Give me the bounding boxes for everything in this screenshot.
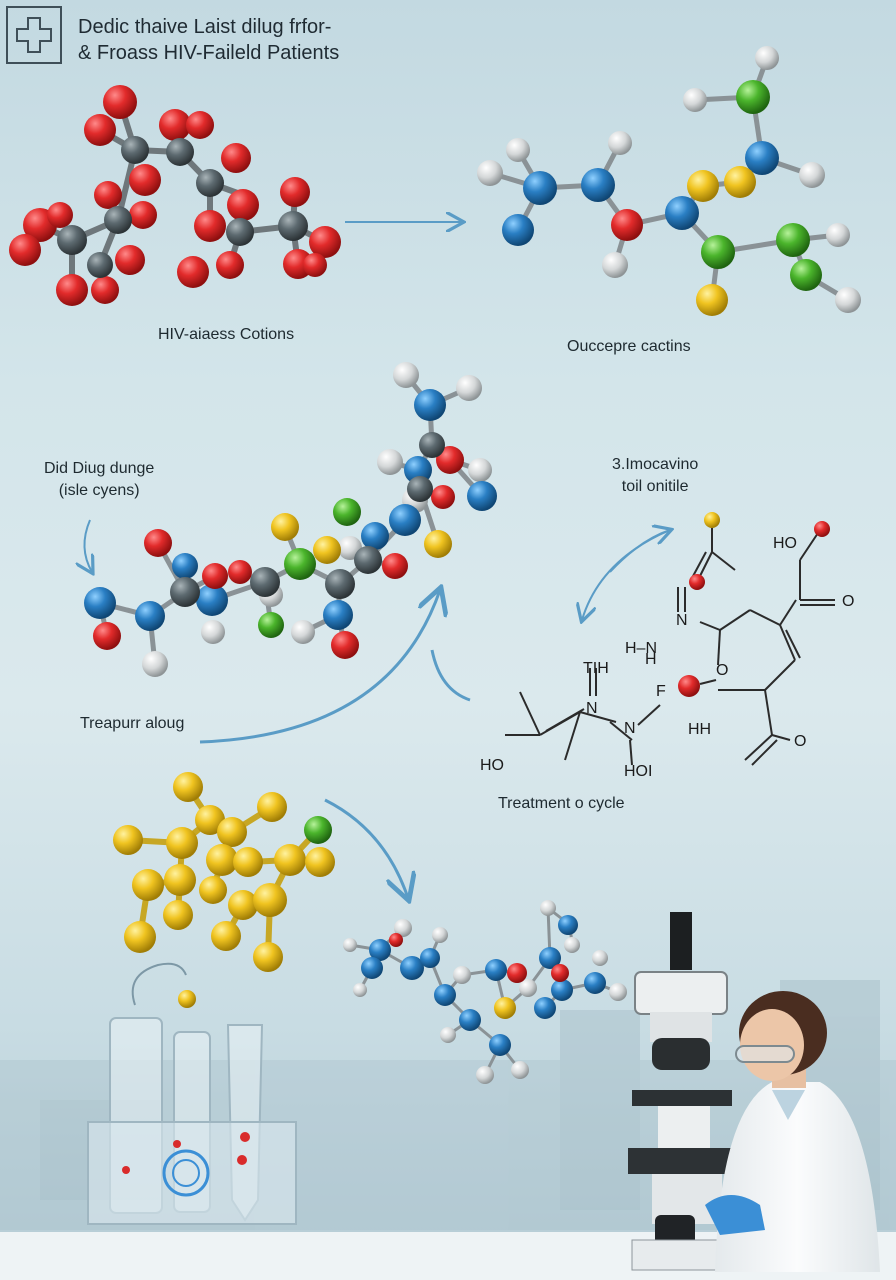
label-treatment-along: Treapurr aloug bbox=[80, 715, 185, 732]
medical-cross-icon bbox=[6, 6, 62, 64]
molecule-drug-chain bbox=[84, 362, 497, 677]
chem-ho-left: HO bbox=[480, 757, 504, 774]
test-tube-rack bbox=[87, 962, 297, 1225]
chem-hoi: HOI bbox=[624, 763, 653, 780]
label-structure-line-1: 3.Imocavino bbox=[612, 456, 699, 473]
chem-ho-top: HO bbox=[773, 535, 797, 552]
label-drug-dunge: Did Diug dunge (isle cyens) bbox=[44, 458, 154, 502]
label-ouccepre-cactins: Ouccepre cactins bbox=[567, 338, 691, 355]
arrow-cycle-right bbox=[609, 530, 670, 573]
droplet-sulfur bbox=[178, 990, 196, 1008]
label-structure-title: 3.Imocavino toil onitile bbox=[612, 454, 698, 498]
chem-tih: TIH bbox=[583, 660, 609, 677]
molecule-bottom-chain bbox=[343, 900, 627, 1084]
arrow-cycle-left bbox=[582, 529, 671, 620]
atom-oxygen-ring bbox=[678, 675, 700, 697]
title-line-1: Dedic thaive Laist dilug frfor- bbox=[78, 16, 332, 38]
label-drug-line-1: Did Diug dunge bbox=[44, 460, 155, 477]
chem-h-n: H–N bbox=[625, 640, 658, 657]
arrow-to-bottom bbox=[324, 798, 408, 898]
chem-o-ring: O bbox=[716, 662, 729, 679]
atom-oxygen-small bbox=[689, 574, 705, 590]
molecule-hiv-cations bbox=[9, 85, 341, 306]
label-hiv-cations: HIV-aiaess Cotions bbox=[158, 326, 295, 343]
chem-n-lower: N bbox=[624, 720, 636, 737]
arrow-treatment-loop bbox=[430, 649, 471, 702]
chem-o-right-top: O bbox=[842, 593, 855, 610]
label-treatment-cycle: Treatment o cycle bbox=[498, 795, 625, 812]
chem-o-right-bottom: O bbox=[794, 733, 807, 750]
chem-h-lower: H bbox=[645, 651, 657, 668]
arrow-treatment-up bbox=[199, 590, 440, 744]
scientist bbox=[705, 991, 880, 1272]
arrow-drug-down bbox=[84, 519, 92, 572]
label-drug-line-2: (isle cyens) bbox=[58, 482, 140, 499]
microscope bbox=[628, 912, 761, 1271]
chem-f: F bbox=[656, 683, 666, 700]
page-title: Dedic thaive Laist dilug frfor- & Froass… bbox=[78, 14, 339, 66]
molecule-ouccepre-cactins bbox=[477, 46, 861, 316]
chem-hh: HH bbox=[688, 721, 712, 738]
atom-oxygen-small bbox=[814, 521, 830, 537]
structural-formula bbox=[505, 528, 835, 766]
chem-n-mid: N bbox=[586, 700, 598, 717]
title-line-2: & Froass HIV-Faileld Patients bbox=[78, 42, 340, 64]
chem-n-upper: N bbox=[676, 612, 688, 629]
atom-sulfur-small bbox=[704, 512, 720, 528]
molecule-yellow-cluster bbox=[113, 772, 335, 972]
label-structure-line-2: toil onitile bbox=[621, 478, 689, 495]
